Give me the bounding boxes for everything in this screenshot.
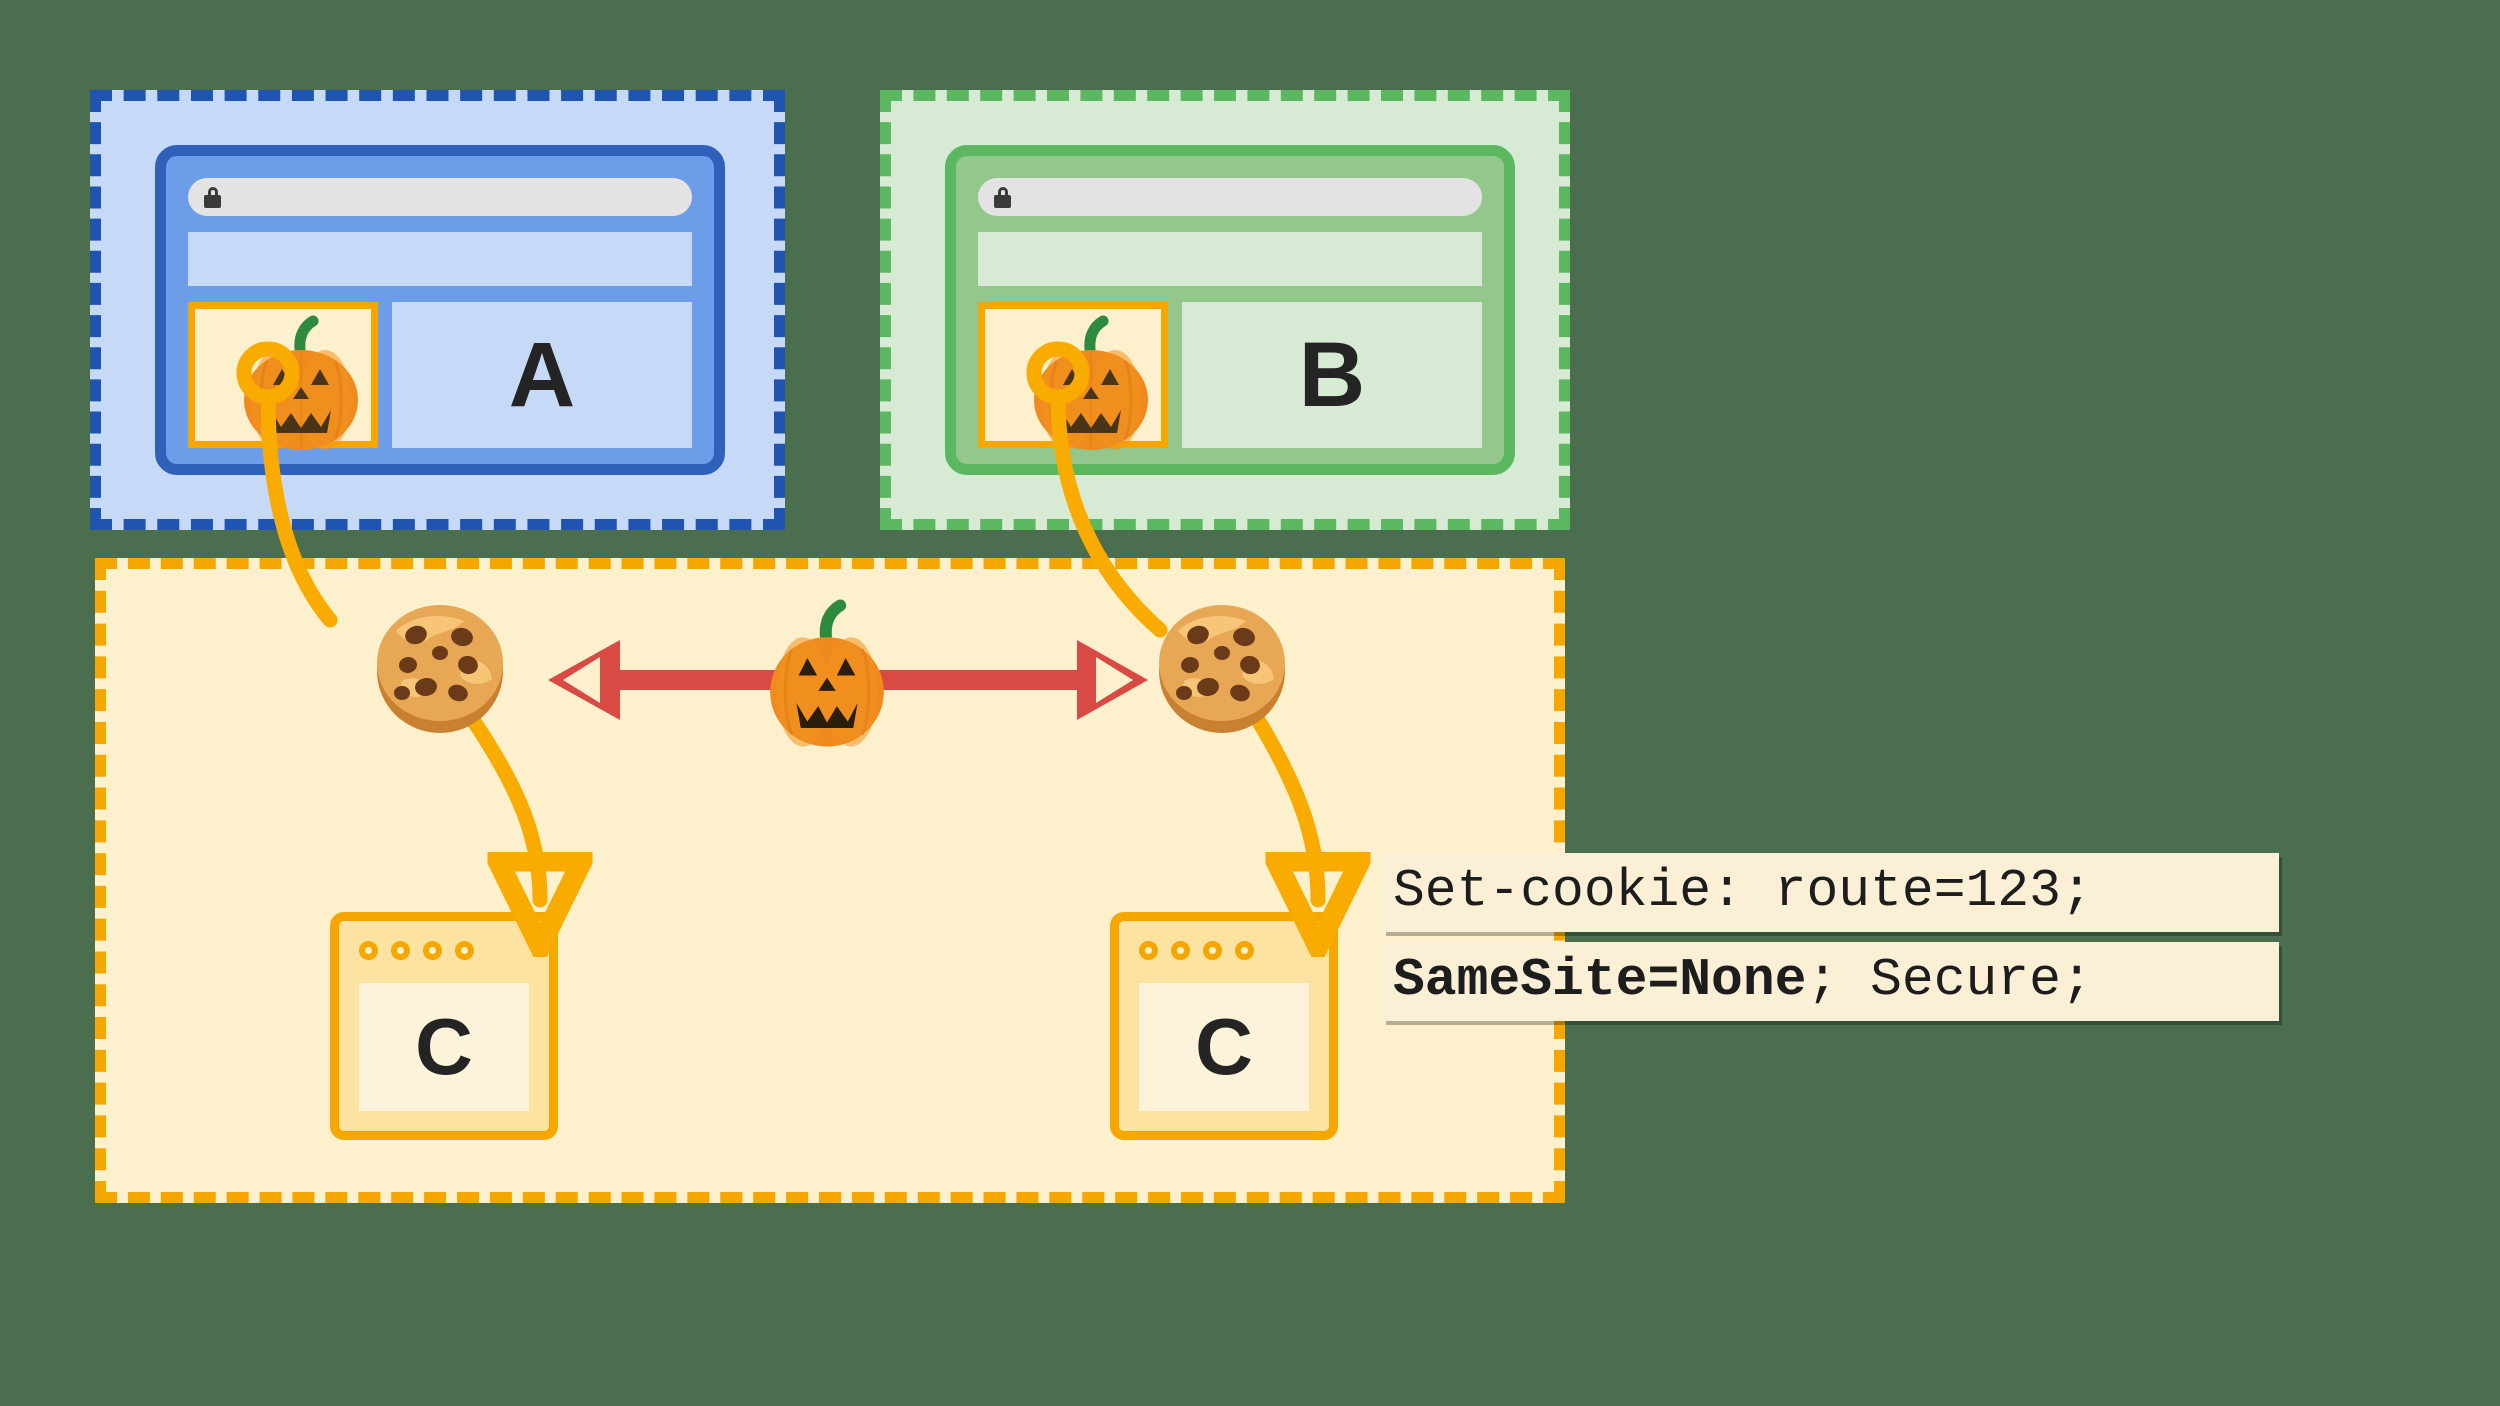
pumpkin-icon	[237, 315, 365, 460]
pumpkin-icon	[1027, 315, 1155, 460]
server-c-right: C	[1110, 912, 1338, 1140]
server-dot	[1203, 941, 1222, 960]
pumpkin-icon	[757, 598, 897, 758]
card-row-b: B	[978, 302, 1482, 450]
cookie-left	[368, 595, 513, 745]
content-band-b	[978, 232, 1482, 286]
server-dots	[1139, 941, 1254, 960]
code-annotation: Set-cookie: route=123; SameSite=None; Se…	[1383, 853, 2279, 1021]
content-band-a	[188, 232, 692, 286]
server-dot	[1171, 941, 1190, 960]
samesite-none-token: SameSite=None	[1393, 950, 1807, 1010]
card-row-a: A	[188, 302, 692, 450]
server-c-right-label: C	[1195, 1002, 1253, 1091]
server-screen: C	[359, 983, 529, 1111]
server-dot	[359, 941, 378, 960]
server-dot	[1235, 941, 1254, 960]
server-dot	[423, 941, 442, 960]
site-a-label: A	[508, 324, 576, 426]
browser-window-b: B	[945, 145, 1515, 475]
site-b-label: B	[1298, 324, 1366, 426]
embedded-pumpkin-card-a	[188, 302, 378, 450]
code-line-set-cookie: Set-cookie: route=123;	[1383, 853, 2279, 932]
address-bar-a[interactable]	[188, 178, 692, 216]
server-dots	[359, 941, 474, 960]
lock-icon	[204, 186, 221, 208]
letter-card-a: A	[392, 302, 692, 448]
server-dot	[455, 941, 474, 960]
address-bar-b[interactable]	[978, 178, 1482, 216]
server-c-left: C	[330, 912, 558, 1140]
embedded-pumpkin-card-b	[978, 302, 1168, 450]
server-screen: C	[1139, 983, 1309, 1111]
lock-icon	[994, 186, 1011, 208]
letter-card-b: B	[1182, 302, 1482, 448]
server-c-left-label: C	[415, 1002, 473, 1091]
server-dot	[1139, 941, 1158, 960]
server-dot	[391, 941, 410, 960]
cookie-right	[1150, 595, 1295, 745]
browser-window-a: A	[155, 145, 725, 475]
code-line-samesite: SameSite=None; Secure;	[1383, 942, 2279, 1021]
samesite-rest: ; Secure;	[1806, 950, 2093, 1010]
